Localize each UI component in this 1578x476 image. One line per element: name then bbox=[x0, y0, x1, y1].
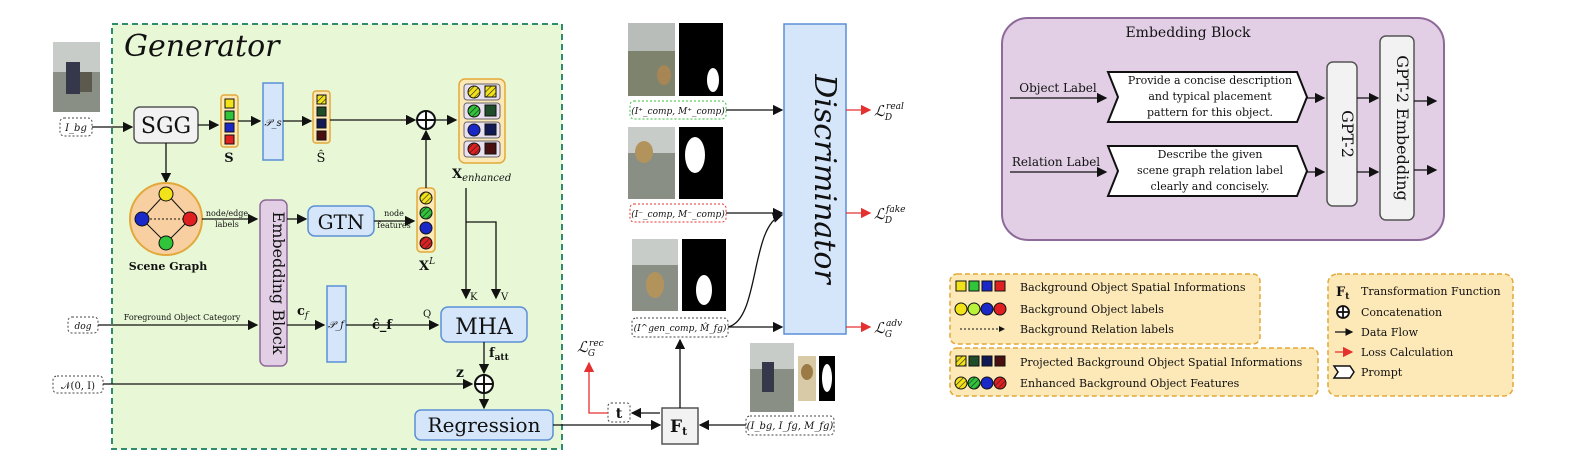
legend-projected-icons bbox=[955, 355, 1006, 367]
ft-input-label: (I_bg, I_fg, M_fg) bbox=[747, 421, 834, 432]
pair-gen-label: (I^gen_comp, M̂_fg) bbox=[634, 322, 727, 334]
ft-box bbox=[661, 407, 699, 445]
concat-top bbox=[416, 110, 436, 130]
loss-real-label: ℒDreal bbox=[874, 102, 904, 123]
pf-box bbox=[326, 285, 347, 363]
legend-item-loss: Loss Calculation bbox=[1361, 346, 1453, 359]
concat-bottom bbox=[474, 374, 494, 394]
legend-left-top bbox=[949, 273, 1261, 345]
z-label: z bbox=[456, 365, 464, 381]
legend-item-concat: Concatenation bbox=[1361, 306, 1442, 319]
t-label: t bbox=[616, 406, 623, 422]
gpt2-box bbox=[1326, 61, 1358, 207]
pair-real-label: (I⁺_comp, M⁺_comp) bbox=[631, 106, 725, 117]
legend-item-prompt: Prompt bbox=[1361, 366, 1403, 379]
generator-title: Generator bbox=[124, 29, 281, 64]
dog-input-label: dog bbox=[75, 322, 92, 332]
bg-image-thumbnail bbox=[53, 42, 100, 112]
gen-pair-thumbnails bbox=[632, 239, 726, 311]
pair-fake-box bbox=[629, 203, 727, 223]
gtn-label: GTN bbox=[318, 210, 365, 234]
prompt-object-box bbox=[1106, 71, 1309, 123]
legend-item-enhanced: Enhanced Background Object Features bbox=[1020, 377, 1240, 390]
node-features-1: node bbox=[384, 209, 404, 218]
mha-k: K bbox=[470, 292, 478, 303]
object-label-text: Object Label bbox=[1019, 81, 1097, 95]
prompt-object-1: Provide a concise description bbox=[1128, 74, 1292, 87]
relation-label-text: Relation Label bbox=[1012, 155, 1100, 169]
legend-right bbox=[1327, 273, 1514, 397]
node-edge-labels-2: labels bbox=[215, 220, 239, 229]
gpt2-embedding-box bbox=[1379, 35, 1415, 221]
s-hat-label: Ŝ bbox=[317, 149, 326, 166]
bg-input-box bbox=[59, 117, 93, 137]
pair-fake-label: (I⁻_comp, M⁻_comp) bbox=[631, 209, 725, 220]
prompt-relation-box bbox=[1106, 145, 1309, 197]
prompt-relation-1: Describe the given bbox=[1158, 148, 1263, 161]
embedding-detail-title: Embedding Block bbox=[1125, 25, 1251, 41]
legend-concat-icon bbox=[1336, 305, 1350, 319]
legend-label-icons bbox=[954, 302, 1007, 316]
embedding-detail-frame bbox=[1001, 17, 1445, 241]
pair-real-box bbox=[629, 100, 727, 120]
bg-input-label: I_bg bbox=[64, 123, 87, 134]
sgg-label: SGG bbox=[141, 114, 191, 139]
scene-graph-label: Scene Graph bbox=[129, 260, 207, 273]
mha-label: MHA bbox=[455, 315, 514, 340]
prompt-object-3: pattern for this object. bbox=[1147, 106, 1273, 119]
discriminator-box bbox=[783, 23, 847, 335]
embedding-block-label: Embedding Block bbox=[269, 212, 288, 355]
legend-enhanced-icons bbox=[954, 376, 1007, 390]
discriminator-label: Discriminator bbox=[807, 73, 842, 285]
gpt2-label: GPT-2 bbox=[1338, 110, 1357, 158]
ft-input-thumbnails bbox=[750, 343, 835, 412]
noise-input-label: 𝒩(0, I) bbox=[61, 381, 95, 392]
legend-item-projected: Projected Background Object Spatial Info… bbox=[1020, 356, 1303, 369]
fg-category-caption: Foreground Object Category bbox=[124, 313, 241, 322]
legend-left-bottom bbox=[949, 347, 1319, 397]
node-edge-labels-1: node/edge bbox=[206, 209, 248, 218]
prompt-relation-3: clearly and concisely. bbox=[1151, 180, 1270, 193]
ps-label: 𝒫_s bbox=[264, 118, 281, 129]
regression-label: Regression bbox=[428, 413, 541, 437]
legend-item-spatial: Background Object Spatial Informations bbox=[1020, 281, 1246, 294]
prompt-object-2: and typical placement bbox=[1148, 90, 1272, 103]
embedding-block-box bbox=[259, 199, 288, 367]
s-label: S bbox=[224, 151, 233, 166]
real-pair-thumbnails bbox=[628, 23, 723, 96]
mha-q: Q bbox=[423, 309, 431, 320]
loss-fake-label: ℒDfake bbox=[874, 205, 906, 226]
loss-adv-label: ℒGadv bbox=[874, 319, 902, 340]
fake-pair-thumbnails bbox=[628, 127, 723, 199]
prompt-relation-2: scene graph relation label bbox=[1137, 164, 1284, 177]
pair-gen-box bbox=[631, 317, 729, 338]
mha-v: V bbox=[500, 292, 509, 303]
loss-rec-label: ℒGrec bbox=[577, 338, 604, 359]
pf-label: 𝒫_f bbox=[328, 320, 346, 331]
legend-item-dataflow: Data Flow bbox=[1361, 326, 1419, 339]
legend-spatial-icons bbox=[955, 280, 1006, 292]
cf-hat-label: ĉ_f bbox=[372, 318, 393, 333]
legend-item-ft: Transformation Function bbox=[1361, 285, 1501, 298]
legend-prompt-icon bbox=[1332, 365, 1355, 379]
node-features-2: features bbox=[377, 221, 411, 230]
legend-item-relation: Background Relation labels bbox=[1020, 323, 1174, 336]
scene-graph bbox=[129, 182, 203, 256]
ft-input-box bbox=[745, 415, 835, 436]
gpt2-embedding-label: GPT-2 Embedding bbox=[1393, 55, 1412, 201]
legend-item-labels: Background Object labels bbox=[1020, 303, 1164, 316]
x-enhanced-rows bbox=[463, 83, 501, 158]
